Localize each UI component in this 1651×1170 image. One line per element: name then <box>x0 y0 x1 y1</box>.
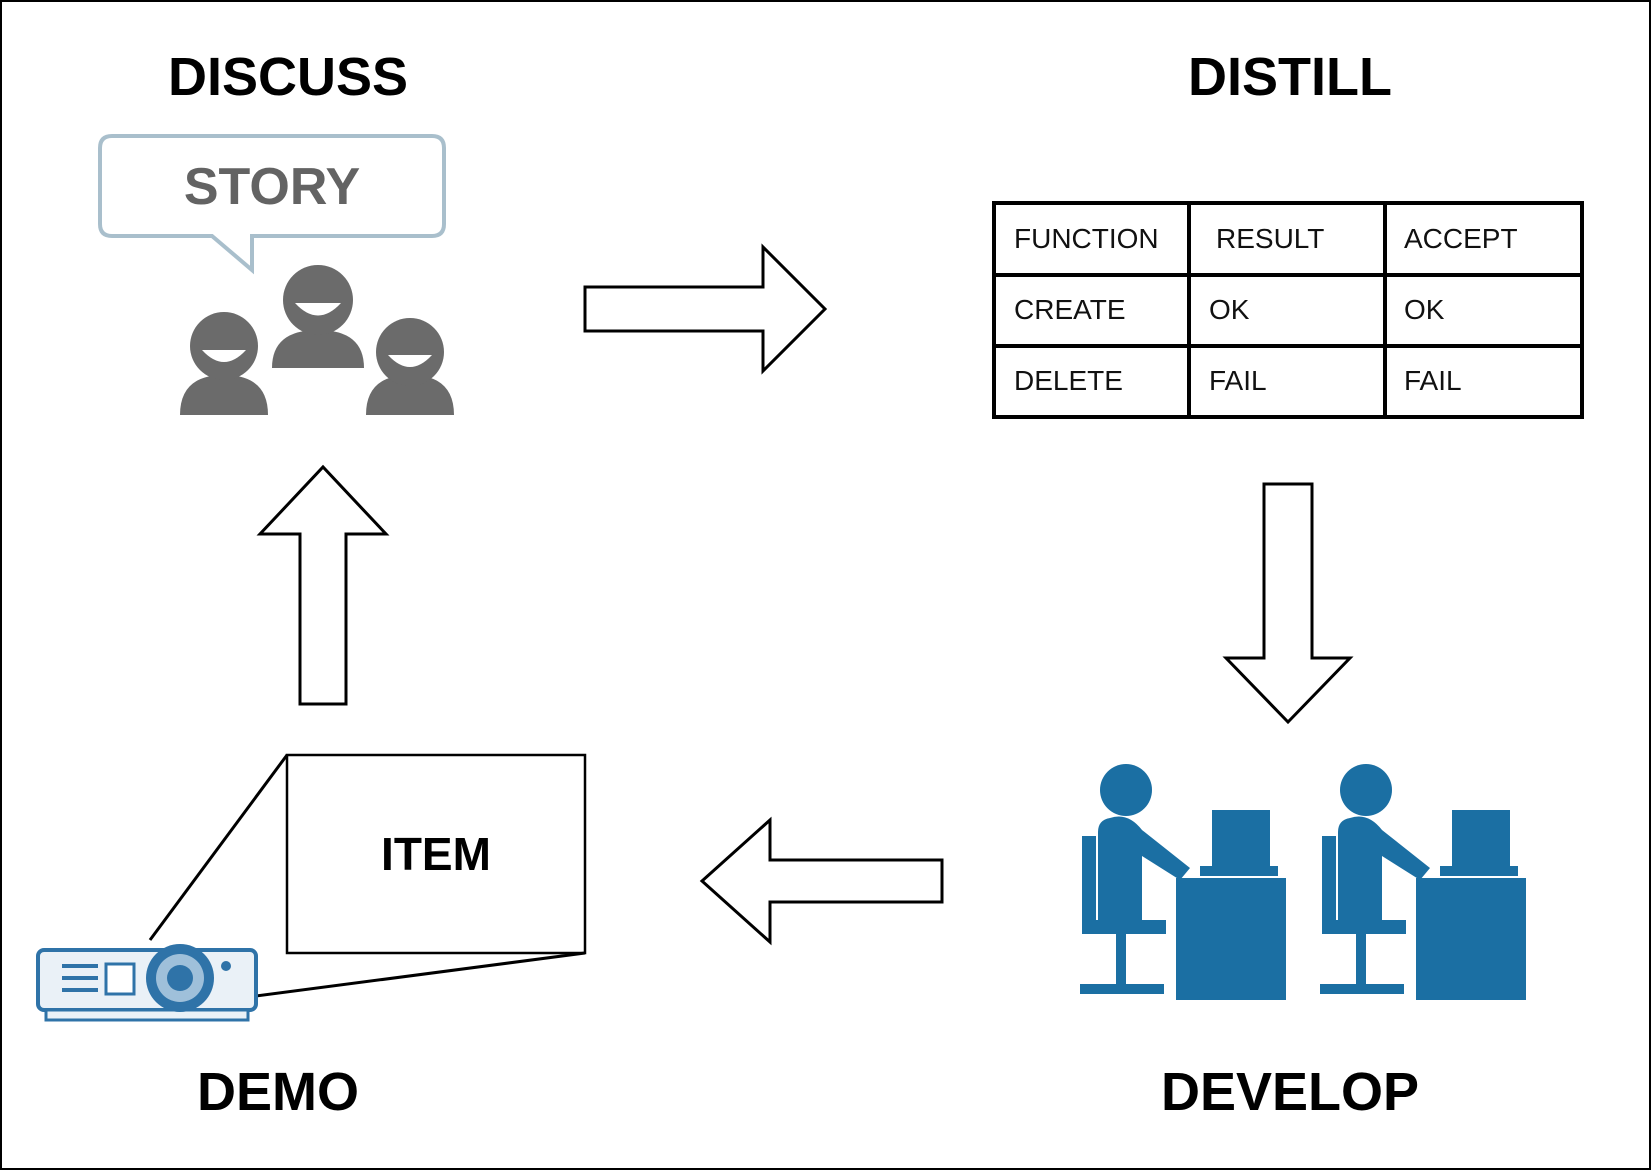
table-row: DELETE FAIL FAIL <box>1014 365 1462 396</box>
table-cell: OK <box>1404 294 1445 325</box>
arrow-down-icon <box>1222 482 1354 725</box>
table-cell: OK <box>1209 294 1250 325</box>
person-center-icon <box>272 265 364 368</box>
acceptance-table: FUNCTION RESULT ACCEPT CREATE OK OK DELE… <box>992 201 1584 419</box>
stage-label-demo: DEMO <box>197 1062 359 1122</box>
projection-beam-line <box>194 951 586 1006</box>
table-cell: FAIL <box>1404 365 1462 396</box>
arrow-left-icon <box>699 816 944 946</box>
arrow-right-icon <box>583 243 828 375</box>
stage-label-discuss: DISCUSS <box>168 47 408 107</box>
screen-item-text: ITEM <box>381 828 491 880</box>
developer-right-icon <box>1320 764 1526 1000</box>
projected-screen: ITEM <box>285 753 587 955</box>
developer-left-icon <box>1080 764 1286 1000</box>
table-cell: DELETE <box>1014 365 1123 396</box>
table-row: CREATE OK OK <box>1014 294 1445 325</box>
table-cell: CREATE <box>1014 294 1126 325</box>
developers-icon <box>1080 764 1526 1000</box>
discussion-people-icon <box>180 265 454 415</box>
table-header-row: FUNCTION RESULT ACCEPT <box>1014 223 1518 254</box>
story-speech-bubble: STORY <box>98 134 446 275</box>
projection-beam-line <box>148 754 289 941</box>
stage-label-distill: DISTILL <box>1188 47 1392 107</box>
table-header-cell: ACCEPT <box>1404 223 1518 254</box>
person-right-icon <box>366 318 454 415</box>
table-border <box>992 201 1584 419</box>
table-header-cell: RESULT <box>1216 223 1324 254</box>
projector-icon <box>36 944 258 1022</box>
arrow-up-icon <box>256 464 390 706</box>
person-left-icon <box>180 312 268 415</box>
screen-frame <box>285 753 587 955</box>
story-bubble-text: STORY <box>184 158 360 216</box>
stage-label-develop: DEVELOP <box>1161 1062 1419 1122</box>
speech-bubble-icon <box>98 134 446 275</box>
table-cell: FAIL <box>1209 365 1267 396</box>
table-header-cell: FUNCTION <box>1014 223 1159 254</box>
